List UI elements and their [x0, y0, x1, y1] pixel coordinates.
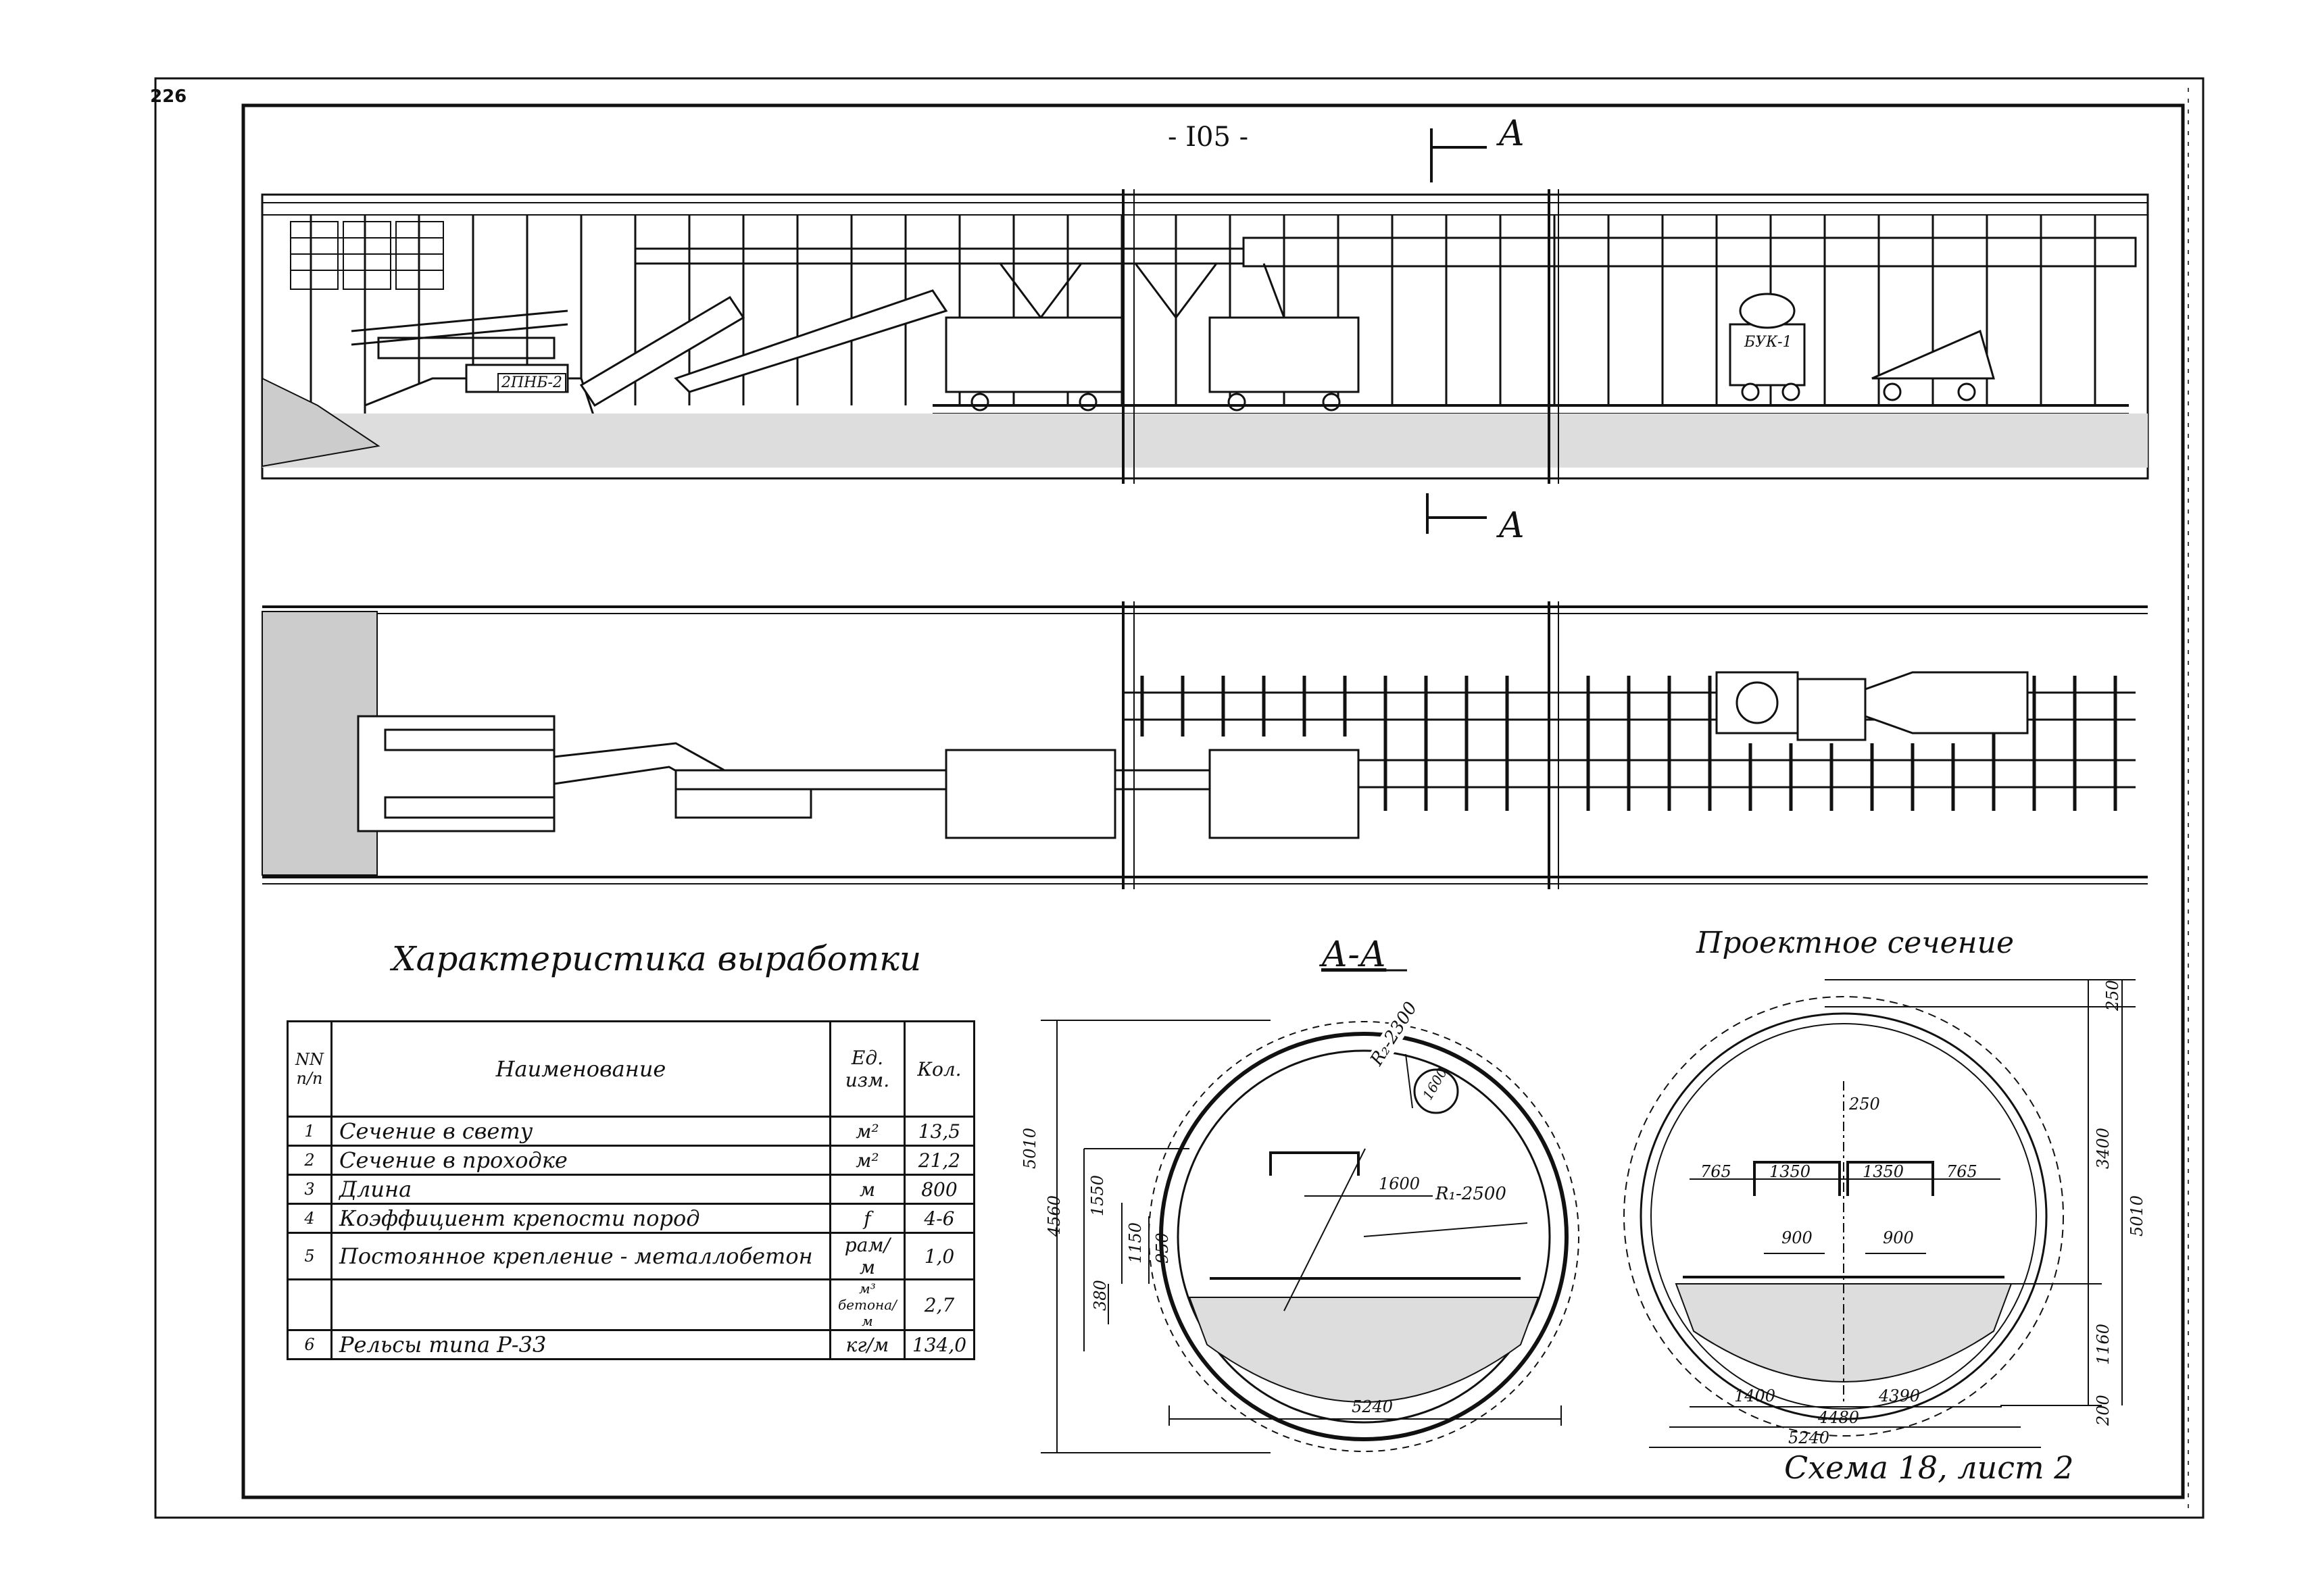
row-unit: м³ бетона/м [829, 1278, 906, 1331]
row-name [330, 1278, 831, 1331]
overhead-beam [634, 247, 1245, 265]
table-row: 6 Рельсы типа Р-33 кг/м 134,0 [287, 1329, 976, 1360]
table-row: 1 Сечение в свету м² 13,5 [287, 1116, 976, 1147]
dim-aa-5240: 5240 [1352, 1397, 1394, 1416]
table-row: 4 Коэффициент крепости пород f 4-6 [287, 1203, 976, 1234]
section-aa-label: А-А [1321, 934, 1387, 975]
table-title: Характеристика выработки [392, 939, 922, 978]
dim-aa-5010: 5010 [1020, 1127, 1039, 1169]
header-unit: Ед. изм. [829, 1020, 906, 1118]
row-unit: м [829, 1174, 906, 1205]
row-qty: 2,7 [903, 1278, 976, 1331]
row-name: Рельсы типа Р-33 [330, 1329, 831, 1360]
header-qty: Кол. [903, 1020, 976, 1118]
sheet-number: 226 [150, 86, 187, 107]
mine-cars [945, 263, 1360, 412]
inner-frame [241, 103, 2185, 1499]
face-rubble [262, 377, 380, 468]
dim-aa-1550: 1550 [1088, 1174, 1107, 1216]
dim-proj-3400: 3400 [2094, 1127, 2113, 1169]
header-no: NN п/п [287, 1020, 333, 1118]
row-qty: 4-6 [903, 1203, 976, 1234]
table-header-row: NN п/п Наименование Ед. изм. Кол. [287, 1020, 976, 1118]
row-no: 5 [287, 1232, 333, 1280]
dim-aa-4560: 4560 [1045, 1195, 1064, 1237]
loader-machine [351, 289, 948, 434]
row-qty: 21,2 [903, 1145, 976, 1176]
dim-proj-1160: 1160 [2094, 1323, 2113, 1365]
loader-label: 2ПНБ-2 [497, 373, 566, 393]
dim-proj-200: 200 [2094, 1395, 2113, 1426]
row-name: Постоянное крепление - металлобетон [330, 1232, 831, 1280]
row-no: 1 [287, 1116, 333, 1147]
row-qty: 13,5 [903, 1116, 976, 1147]
dim-proj-5240: 5240 [1788, 1428, 1830, 1447]
row-name: Длина [330, 1174, 831, 1205]
row-qty: 134,0 [903, 1329, 976, 1360]
dim-aa-1150: 1150 [1126, 1222, 1145, 1264]
dim-proj-top250: 250 [2103, 980, 2122, 1011]
dim-proj-765a: 765 [1700, 1162, 1731, 1181]
cut-marker-bottom [1426, 493, 1487, 534]
table-row: 2 Сечение в проходке м² 21,2 [287, 1145, 976, 1176]
plan-sleepers [1140, 676, 2117, 811]
dim-aa-950: 950 [1153, 1232, 1172, 1264]
dim-proj-765b: 765 [1946, 1162, 1977, 1181]
row-unit: рам/м [829, 1232, 906, 1280]
row-unit: м² [829, 1116, 906, 1147]
table-row: 5 Постоянное крепление - металлобетон ра… [287, 1232, 976, 1280]
page-number: - I05 - [1168, 122, 1249, 153]
row-no: 6 [287, 1329, 333, 1360]
section-aa-drawing [1041, 969, 1579, 1453]
spec-table: NN п/п Наименование Ед. изм. Кол. 1 Сече… [287, 1020, 976, 1360]
project-section-label: Проектное сечение [1696, 926, 2015, 960]
row-no: 2 [287, 1145, 333, 1176]
roof-hatching [262, 202, 2148, 216]
cut-marker-label-top: A [1499, 114, 1525, 154]
dim-proj-4390: 4390 [1879, 1387, 1921, 1405]
row-name: Сечение в свету [330, 1116, 831, 1147]
roof-supports [310, 215, 2096, 405]
concrete-unit-label: БУК-1 [1742, 334, 1794, 351]
cut-marker-label-bottom: A [1499, 505, 1525, 546]
dim-proj-5010: 5010 [2127, 1195, 2146, 1237]
dim-proj-4480: 4480 [1818, 1408, 1860, 1427]
row-qty: 800 [903, 1174, 976, 1205]
row-unit: м² [829, 1145, 906, 1176]
row-no: 4 [287, 1203, 333, 1234]
dim-proj-1350b: 1350 [1863, 1162, 1904, 1181]
row-no: 3 [287, 1174, 333, 1205]
row-no [287, 1278, 333, 1331]
row-name: Коэффициент крепости пород [330, 1203, 831, 1234]
row-unit: кг/м [829, 1329, 906, 1360]
row-unit: f [829, 1203, 906, 1234]
dim-proj-gap250: 250 [1849, 1095, 1880, 1114]
outer-frame [154, 77, 2205, 1519]
concrete-unit-plan [1715, 671, 2029, 741]
dim-aa-r1: R₁-2500 [1433, 1184, 1509, 1204]
table-row: м³ бетона/м 2,7 [287, 1278, 976, 1331]
mesh-panels [290, 221, 444, 290]
footer-scheme-label: Схема 18, лист 2 [1784, 1449, 2074, 1486]
dim-aa-380: 380 [1091, 1280, 1110, 1311]
loader-plan [357, 715, 1360, 839]
cut-marker-top [1430, 128, 1487, 182]
dim-proj-900b: 900 [1883, 1228, 1914, 1247]
elevation-view [261, 189, 2149, 484]
table-row: 3 Длина м 800 [287, 1174, 976, 1205]
plan-view [262, 601, 2148, 889]
row-name: Сечение в проходке [330, 1145, 831, 1176]
dim-proj-1350a: 1350 [1769, 1162, 1811, 1181]
rubble-bed [262, 414, 2148, 468]
row-qty: 1,0 [903, 1232, 976, 1280]
dim-proj-900a: 900 [1781, 1228, 1813, 1247]
dim-proj-1400: 1400 [1734, 1387, 1776, 1405]
project-section-drawing [1623, 979, 2136, 1448]
dim-aa-1600: 1600 [1379, 1174, 1421, 1193]
header-name: Наименование [330, 1020, 831, 1118]
